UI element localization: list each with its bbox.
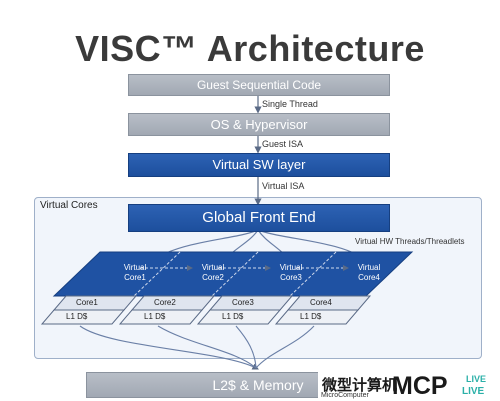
vcore2-label: Virtual Core2 <box>188 263 238 283</box>
virtual-cores-label: Virtual Cores <box>40 200 98 211</box>
vcore-divider-3 <box>289 251 337 297</box>
core1-label: Core1 <box>76 298 98 307</box>
vcore3-line1: Virtual <box>279 263 303 272</box>
mem-arrow-3 <box>235 325 257 369</box>
virtual-isa-label: Virtual ISA <box>262 181 305 191</box>
mem-arrow-2 <box>157 325 257 369</box>
watermark-mc: MCP <box>392 372 448 400</box>
core3-cache-shape <box>196 309 282 325</box>
single-thread-label: Single Thread <box>262 99 318 109</box>
virtual-sw-layer-box: Virtual SW layer <box>128 153 390 177</box>
guest-isa-label: Guest ISA <box>262 139 304 149</box>
guest-sequential-code-box: Guest Sequential Code <box>128 74 390 96</box>
vcore4-line2: Core4 <box>358 273 380 282</box>
os-hypervisor-label: OS & Hypervisor <box>210 117 308 132</box>
watermark-live: LIVE <box>466 374 487 384</box>
core2-cache-label: L1 D$ <box>144 312 166 321</box>
watermark-live-2: LIVE <box>462 386 485 397</box>
global-front-end-label: Global Front End <box>202 209 316 226</box>
core1-cache-label: L1 D$ <box>66 312 88 321</box>
vcore1-line2: Core1 <box>124 273 146 282</box>
watermark-cn: 微型计算机 <box>322 377 398 394</box>
core2-cache-shape <box>118 309 204 325</box>
core1-cache-shape <box>40 309 126 325</box>
vcore-divider-1 <box>133 251 181 297</box>
core4-cache-shape <box>274 309 360 325</box>
core4-label: Core4 <box>310 298 332 307</box>
l2-memory-label: L2$ & Memory <box>212 377 304 393</box>
mem-arrow-1 <box>79 325 259 370</box>
hw-threads-label: Virtual HW Threads/Threadlets <box>355 237 465 246</box>
diagram-title: VISC™ Architecture <box>75 28 425 69</box>
vcore1-label: Virtual Core1 <box>110 263 160 283</box>
os-hypervisor-box: OS & Hypervisor <box>128 113 390 136</box>
core4-cache-label: L1 D$ <box>300 312 322 321</box>
vcore3-line2: Core3 <box>280 273 302 282</box>
vcore2-line1: Virtual <box>201 263 225 272</box>
core3-label: Core3 <box>232 298 254 307</box>
vcore4-label: Virtual Core4 <box>344 263 394 283</box>
vcore3-label: Virtual Core3 <box>266 263 316 283</box>
watermark-en: MicroComputer <box>321 392 369 399</box>
vcore-divider-2 <box>211 251 259 297</box>
core3-cache-label: L1 D$ <box>222 312 244 321</box>
guest-sequential-code-label: Guest Sequential Code <box>196 78 322 92</box>
core2-label: Core2 <box>154 298 176 307</box>
watermark-logo <box>318 372 500 401</box>
global-front-end-box: Global Front End <box>128 204 390 232</box>
vcore1-line1: Virtual <box>123 263 147 272</box>
virtual-sw-layer-label: Virtual SW layer <box>212 157 306 172</box>
vcore4-line1: Virtual <box>357 263 381 272</box>
vcore2-line2: Core2 <box>202 273 224 282</box>
mem-arrow-4 <box>255 325 315 369</box>
